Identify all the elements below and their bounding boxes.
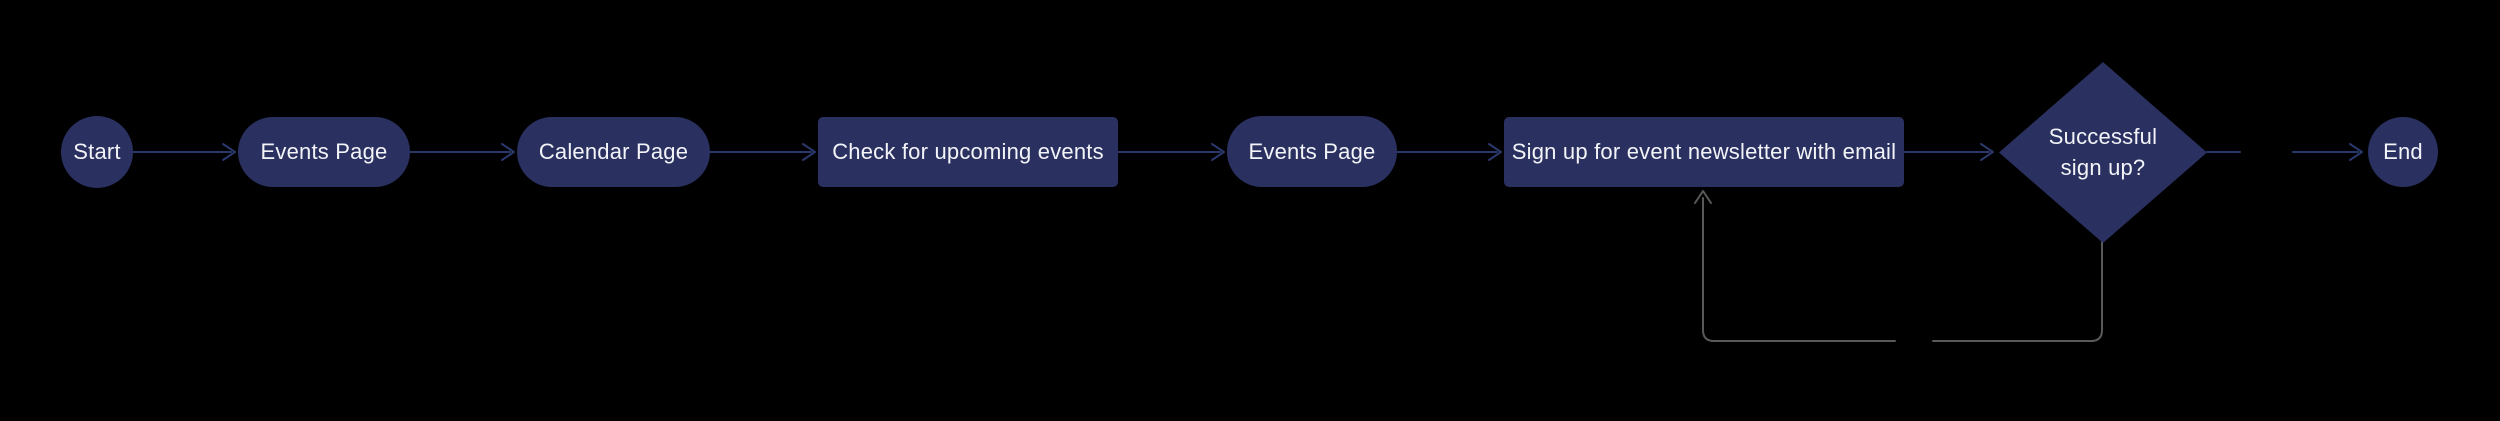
connector-start-to-events-page-arrowhead-icon xyxy=(222,143,236,161)
calendar-page-node[interactable]: Calendar Page xyxy=(517,117,710,187)
start-node-label: Start xyxy=(73,139,121,164)
signup-newsletter-node[interactable]: Sign up for event newsletter with email xyxy=(1504,117,1904,187)
events-page-node[interactable]: Events Page xyxy=(238,117,410,187)
connector-signup-to-decision-arrowhead-icon xyxy=(1980,143,1994,161)
loop-connector-decision-down-segment xyxy=(1932,239,2103,342)
check-upcoming-events-node[interactable]: Check for upcoming events xyxy=(818,117,1118,187)
calendar-page-node-label: Calendar Page xyxy=(538,139,689,164)
end-node[interactable]: End xyxy=(2368,117,2438,187)
events-page-2-node-label: Events Page xyxy=(1248,138,1376,164)
decision-successful-signup-node-label: Successful sign up? xyxy=(2048,123,2158,180)
connector-calendar-to-check-arrowhead-icon xyxy=(802,143,816,161)
events-page-2-node[interactable]: Events Page xyxy=(1227,116,1397,187)
events-page-node-label: Events Page xyxy=(260,139,388,164)
signup-newsletter-node-label: Sign up for event newsletter with email xyxy=(1511,139,1897,164)
loop-connector-back-to-signup-segment xyxy=(1702,197,1896,342)
end-node-label: End xyxy=(2383,139,2423,164)
loop-connector-back-to-signup-segment-arrowhead-icon xyxy=(1694,190,1712,204)
connector-events-page-2-to-signup-arrowhead-icon xyxy=(1488,143,1502,161)
connector-check-to-events-page-2-arrowhead-icon xyxy=(1211,143,1225,161)
start-node[interactable]: Start xyxy=(61,116,133,188)
check-upcoming-events-node-label: Check for upcoming events xyxy=(832,139,1104,164)
connector-events-page-to-calendar-arrowhead-icon xyxy=(501,143,515,161)
connector-decision-to-end-segment-2-arrowhead-icon xyxy=(2349,143,2363,161)
